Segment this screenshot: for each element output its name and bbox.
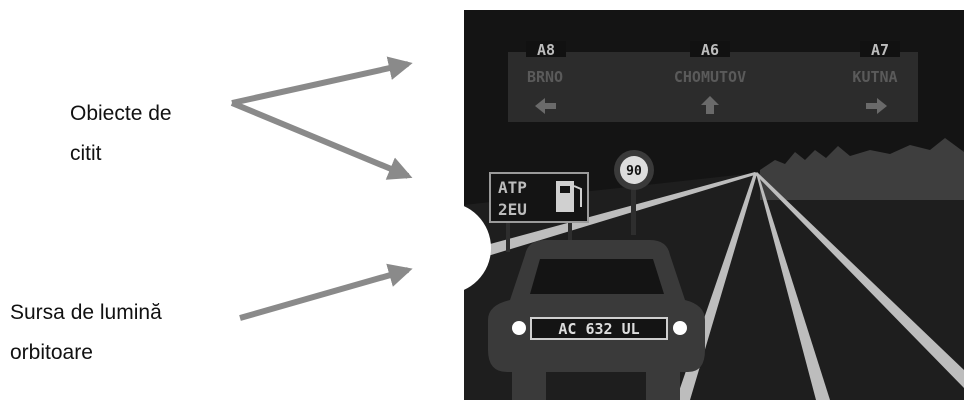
route-city-kutna: KUTNA (852, 68, 897, 86)
road-scene: A8 A6 A7 BRNO CHOMUTOV KUTNA 90 ATP 2EU (399, 10, 964, 400)
car-wheel-right (646, 370, 680, 400)
route-road-a7: A7 (871, 41, 889, 59)
headlight-right (673, 321, 687, 335)
overhead-sign: A8 A6 A7 BRNO CHOMUTOV KUTNA (508, 41, 918, 122)
license-plate-text: AC 632 UL (558, 320, 639, 338)
route-city-brno: BRNO (527, 68, 563, 86)
arrow-to-headlight (240, 270, 408, 318)
callout-arrows (232, 64, 408, 318)
gas-sign-line1: ATP (498, 178, 527, 197)
route-road-a6: A6 (701, 41, 719, 59)
headlight-left (512, 321, 526, 335)
route-road-a8: A8 (537, 41, 555, 59)
speed-limit-value: 90 (626, 164, 642, 179)
gas-sign-line2: 2EU (498, 200, 527, 219)
arrow-to-roadside-signs (232, 103, 408, 176)
route-city-chomutov: CHOMUTOV (674, 68, 746, 86)
glare-light-source (399, 202, 491, 294)
gas-sign-pole-left (506, 222, 510, 252)
car-windshield (530, 259, 664, 294)
car-wheel-left (512, 370, 546, 400)
arrow-to-overhead-sign (232, 64, 408, 103)
speed-sign-pole (631, 185, 636, 235)
